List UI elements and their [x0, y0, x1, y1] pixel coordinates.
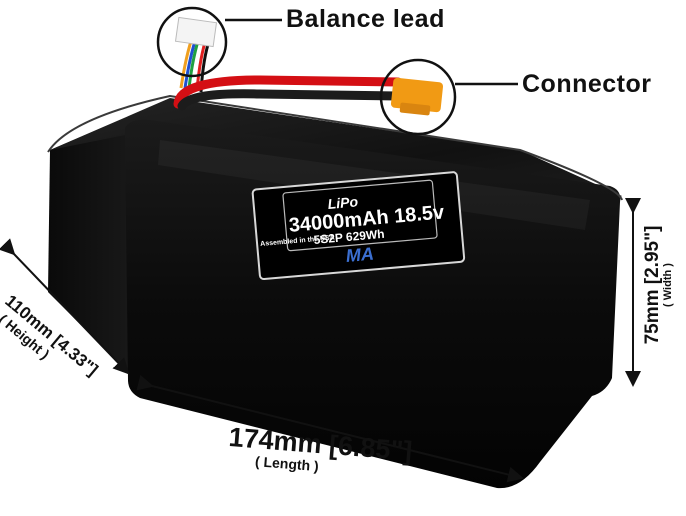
balance-lead-label: Balance lead: [286, 5, 445, 33]
battery-label: [251, 171, 466, 281]
balance-lead: [174, 16, 218, 93]
xt-connector: [390, 77, 444, 116]
length-arrow: [136, 374, 524, 483]
width-value: 75mm [2.95"]: [642, 225, 663, 345]
power-wires: [173, 75, 403, 111]
balance-lead-callout: [156, 6, 282, 78]
connector-callout: [379, 58, 518, 136]
connector-label: Connector: [522, 70, 652, 98]
height-arrow: [0, 238, 130, 375]
width-dimension: 75mm [2.95"] ( Width ): [642, 210, 674, 360]
brand-logo: MA: [345, 243, 375, 266]
